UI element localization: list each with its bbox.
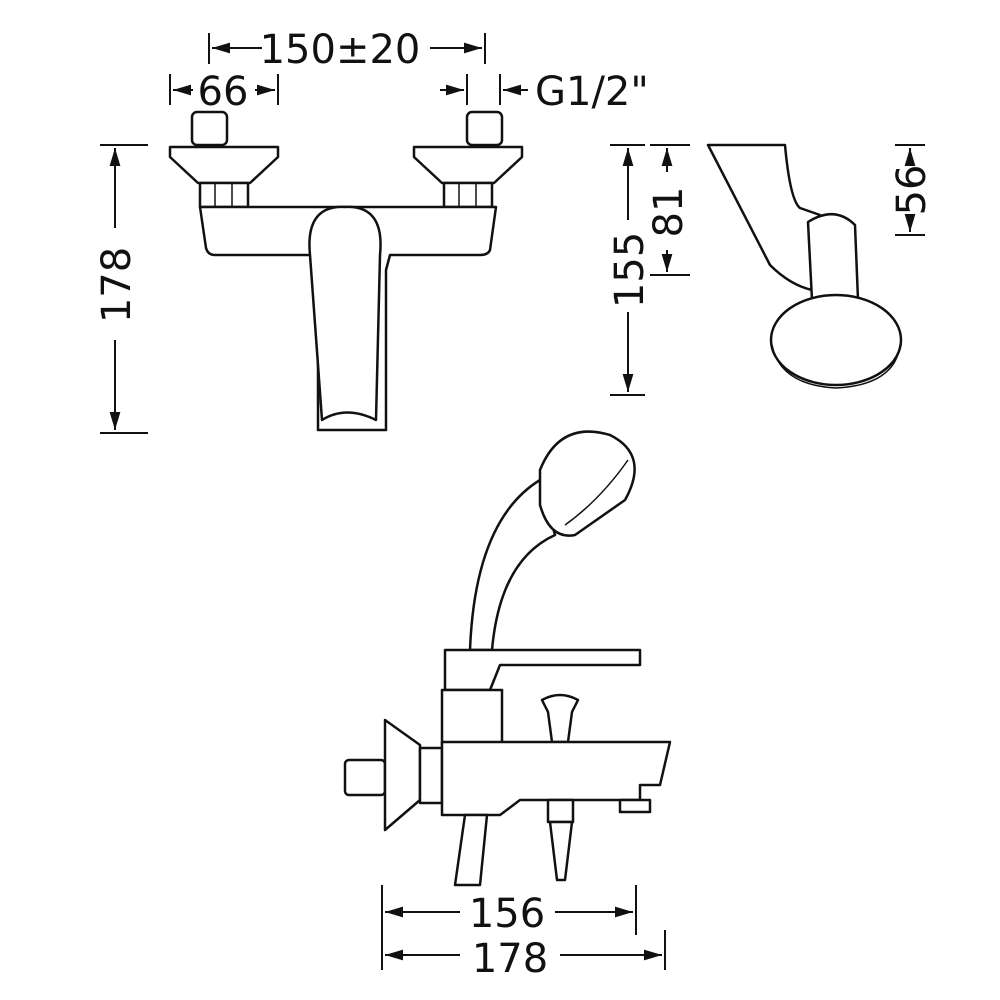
dimension-150: 150±20 (208, 27, 486, 73)
dimension-label: 178 (94, 247, 140, 323)
dimension-156: 156 (381, 885, 637, 970)
dimension-label: 66 (198, 69, 249, 115)
dimension-66: 66 (169, 69, 279, 115)
dimension-155: 155 (607, 144, 653, 396)
dimension-label: 156 (469, 891, 545, 937)
side-view-mixer (706, 143, 903, 389)
dimension-178-height: 178 (94, 144, 148, 434)
dimension-label: G1/2" (535, 69, 649, 115)
dimension-thread: G1/2" (440, 69, 649, 115)
dimension-56: 56 (889, 144, 935, 236)
front-view-mixer (168, 110, 524, 432)
dimension-label: 81 (646, 187, 692, 238)
dimension-81: 81 (646, 144, 692, 276)
dimension-label: 178 (472, 936, 548, 982)
bath-mixer-side-view (343, 430, 672, 887)
dimension-178-depth: 178 (385, 930, 666, 982)
dimension-label: 155 (607, 232, 653, 308)
dimension-label: 150±20 (260, 27, 421, 73)
dimension-label: 56 (889, 165, 935, 216)
